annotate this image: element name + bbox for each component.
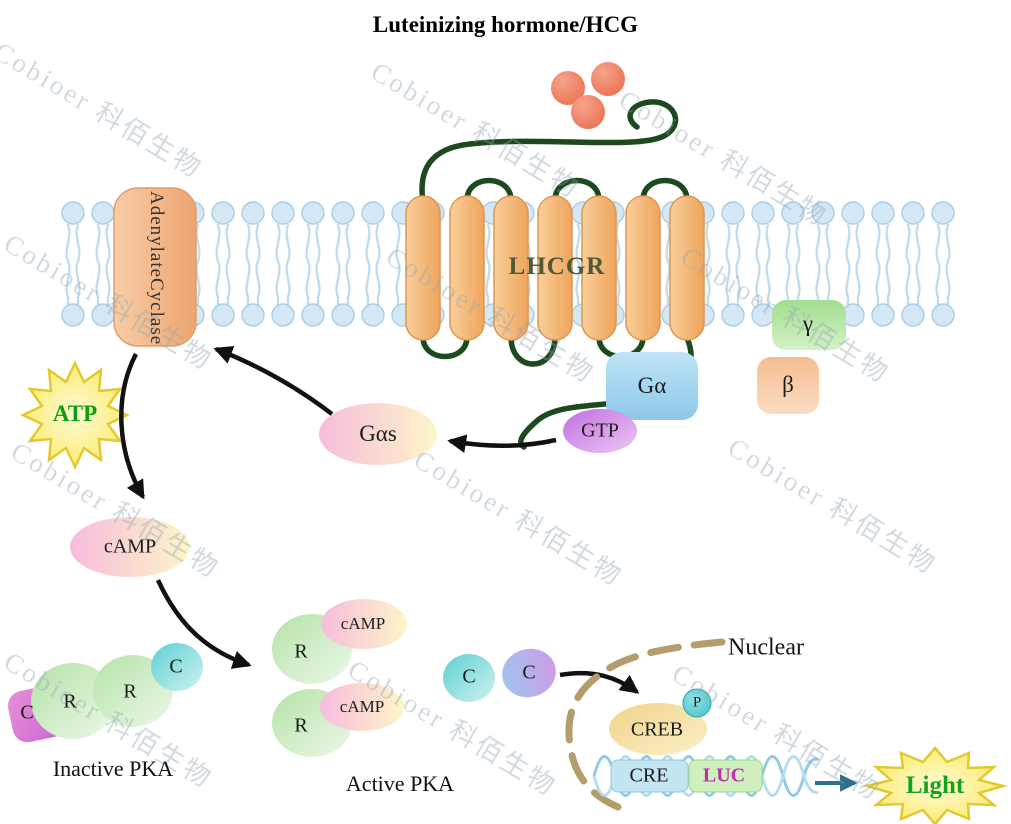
pka-regulatory-shape bbox=[31, 663, 115, 739]
receptor-helix bbox=[581, 195, 617, 341]
pka-c-label: C bbox=[462, 665, 476, 688]
g-alpha-label: Gα bbox=[637, 373, 667, 398]
cre-label: CRE bbox=[629, 764, 669, 787]
receptor-helix bbox=[449, 195, 485, 341]
atp-starburst bbox=[20, 360, 130, 470]
pka-catalytic-shape bbox=[502, 648, 556, 698]
pka-c-label: C bbox=[169, 655, 183, 678]
g-alpha-s-label: Gαs bbox=[359, 421, 397, 446]
camp-bound-shape bbox=[321, 599, 407, 649]
receptor-helix bbox=[669, 195, 705, 341]
gtp-label: GTP bbox=[581, 419, 619, 442]
hormone-ligand bbox=[571, 95, 605, 129]
receptor-helix bbox=[405, 195, 441, 341]
g-beta-label: β bbox=[782, 372, 794, 397]
g-beta-shape bbox=[757, 357, 819, 414]
pka-r-label: R bbox=[294, 714, 308, 737]
adenylate-cyclase-line2: Cyclase bbox=[146, 277, 167, 346]
active-pka-label: Active PKA bbox=[345, 771, 455, 796]
receptor-n-terminus-loop bbox=[419, 99, 679, 205]
camp-bound-label: cAMP bbox=[339, 697, 385, 716]
arrow-ac-to-camp bbox=[119, 352, 145, 500]
hormone-ligand bbox=[591, 62, 625, 96]
camp-shape bbox=[70, 517, 190, 577]
arrow-gas-to-adenylate-cyclase bbox=[213, 345, 334, 416]
luc-label: LUC bbox=[702, 764, 746, 787]
receptor-extracellular-loops bbox=[464, 177, 690, 203]
creb-shape bbox=[609, 703, 707, 755]
light-label: Light bbox=[905, 772, 965, 799]
adenylate-cyclase-line1: Adenylate bbox=[146, 190, 167, 278]
atp-label: ATP bbox=[52, 401, 98, 426]
hormone-ligand bbox=[551, 71, 585, 105]
receptor-helix bbox=[537, 195, 573, 341]
arrow-gtp-to-gas bbox=[447, 434, 557, 453]
pka-catalytic-shape bbox=[443, 654, 495, 702]
page-title: Luteinizing hormone/HCG bbox=[372, 12, 639, 37]
light-starburst bbox=[862, 746, 1008, 824]
cre-box bbox=[610, 759, 689, 793]
g-gamma-shape bbox=[772, 300, 846, 350]
pka-r-label: R bbox=[63, 690, 77, 713]
pka-c-label: C bbox=[522, 661, 536, 684]
g-alpha-s-shape bbox=[319, 403, 437, 465]
phospho-label: P bbox=[692, 694, 702, 711]
creb-label: CREB bbox=[630, 718, 684, 741]
nuclear-envelope bbox=[565, 638, 726, 811]
inactive-pka-label: Inactive PKA bbox=[52, 756, 174, 781]
nuclear-label: Nuclear bbox=[728, 634, 804, 661]
camp-bound-label: cAMP bbox=[340, 614, 386, 633]
g-alpha-shape bbox=[606, 352, 698, 420]
camp-bound-shape bbox=[320, 683, 404, 731]
adenylate-cyclase-label: Adenylate Cyclase bbox=[118, 190, 194, 346]
camp-label: cAMP bbox=[103, 535, 157, 558]
arrow-camp-to-pka bbox=[155, 579, 252, 669]
pka-catalytic-shape bbox=[151, 643, 203, 691]
pka-r-label: R bbox=[294, 640, 308, 663]
pka-r-label: R bbox=[123, 680, 137, 703]
gtp-shape bbox=[563, 409, 637, 453]
luc-box bbox=[688, 759, 763, 793]
adenylate-cyclase-shape bbox=[113, 187, 197, 347]
phospho-shape bbox=[682, 688, 712, 718]
receptor-helix bbox=[625, 195, 661, 341]
receptor-label: LHCGR bbox=[508, 253, 606, 280]
arrow-c-to-creb bbox=[559, 670, 640, 694]
pka-c-label: C bbox=[20, 701, 34, 724]
receptor-helix bbox=[493, 195, 529, 341]
g-gamma-label: γ bbox=[802, 311, 814, 336]
